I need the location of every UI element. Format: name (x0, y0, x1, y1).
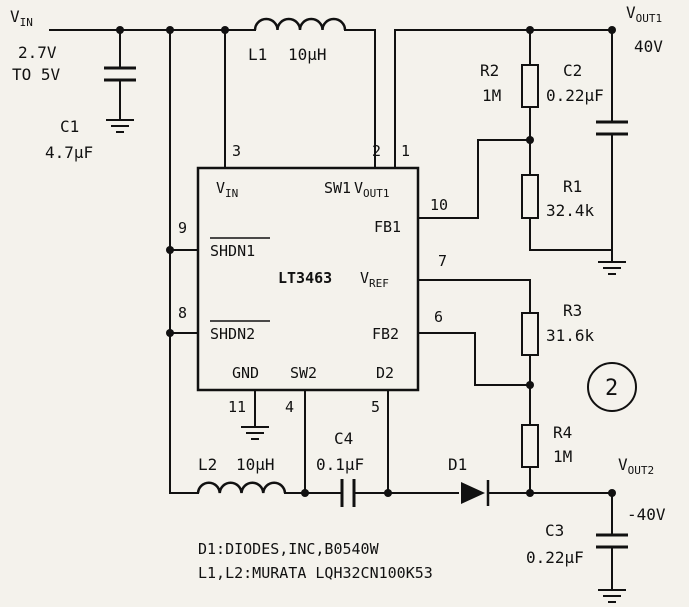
figure-marker-circle (587, 362, 637, 412)
c1-ref: C1 (60, 117, 79, 136)
capacitor-c2 (596, 120, 628, 136)
ground-c3 (598, 589, 626, 603)
ground-ic (241, 426, 269, 440)
resistor-r3 (521, 312, 539, 356)
pin-number-shdn1: 9 (178, 219, 187, 237)
capacitor-c3 (596, 533, 628, 549)
inductor-l1 (253, 17, 347, 31)
pin-number-sw2: 4 (285, 398, 294, 416)
pin-label-sw1: SW1 (324, 179, 351, 197)
pin-number-vref: 7 (438, 252, 447, 270)
resistor-r2 (521, 64, 539, 108)
l2-ref: L2 (198, 455, 217, 474)
diode-d1 (461, 480, 490, 506)
pin-number-vout1: 1 (401, 142, 410, 160)
pin-label-gnd: GND (232, 364, 259, 382)
note-line-2: L1,L2:MURATA LQH32CN100K53 (198, 564, 433, 582)
vout2-label: VOUT2 (618, 455, 654, 477)
pin-number-shdn2: 8 (178, 304, 187, 322)
pin-number-fb1: 10 (430, 196, 448, 214)
l1-value: 10μH (288, 45, 327, 64)
r2-value: 1M (482, 86, 501, 105)
capacitor-c4 (340, 479, 356, 507)
r2-ref: R2 (480, 61, 499, 80)
vout2-value: -40V (627, 505, 666, 524)
note-line-1: D1:DIODES,INC,B0540W (198, 540, 380, 558)
c2-ref: C2 (563, 61, 582, 80)
pin-label-sw2: SW2 (290, 364, 317, 382)
pin-label-d2: D2 (376, 364, 394, 382)
c4-ref: C4 (334, 429, 353, 448)
pin-number-d2: 5 (371, 398, 380, 416)
junction-dots (116, 26, 616, 497)
pin-number-gnd: 11 (228, 398, 246, 416)
resistor-r1 (521, 174, 539, 219)
c1-value: 4.7μF (45, 143, 93, 162)
figure-marker-label: 2 (605, 376, 618, 401)
l1-ref: L1 (248, 45, 267, 64)
pin-label-shdn2: SHDN2 (210, 325, 255, 343)
r4-value: 1M (553, 447, 572, 466)
wires (49, 29, 613, 589)
c4-value: 0.1μF (316, 455, 364, 474)
vin-range-line2: TO 5V (12, 65, 61, 84)
pin-label-fb2: FB2 (372, 325, 399, 343)
r3-ref: R3 (563, 301, 582, 320)
capacitor-c1 (104, 66, 136, 82)
ic-name: LT3463 (278, 269, 332, 287)
r4-ref: R4 (553, 423, 572, 442)
resistor-r4 (521, 424, 539, 468)
pin-label-vout1: VOUT1 (354, 179, 390, 200)
ground-c1 (106, 119, 134, 133)
pin-number-fb2: 6 (434, 308, 443, 326)
r1-value: 32.4k (546, 201, 595, 220)
pin-label-fb1: FB1 (374, 218, 401, 236)
vin-range-line1: 2.7V (18, 43, 57, 62)
c3-value: 0.22μF (526, 548, 584, 567)
d1-ref: D1 (448, 455, 467, 474)
vin-label: VIN (10, 7, 33, 29)
c3-ref: C3 (545, 521, 564, 540)
vout1-value: 40V (634, 37, 663, 56)
l2-value: 10μH (236, 455, 275, 474)
c2-value: 0.22μF (546, 86, 604, 105)
pin-number-vin: 3 (232, 142, 241, 160)
pin-number-sw1: 2 (372, 142, 381, 160)
vout1-label: VOUT1 (626, 3, 662, 25)
r1-ref: R1 (563, 177, 582, 196)
pin-label-shdn1: SHDN1 (210, 242, 255, 260)
pin-label-vin: VIN (216, 179, 238, 200)
ic-body (196, 166, 420, 392)
inductor-l2 (196, 481, 287, 494)
pin-label-vref: VREF (360, 269, 389, 290)
r3-value: 31.6k (546, 326, 595, 345)
ground-r1 (598, 261, 626, 275)
